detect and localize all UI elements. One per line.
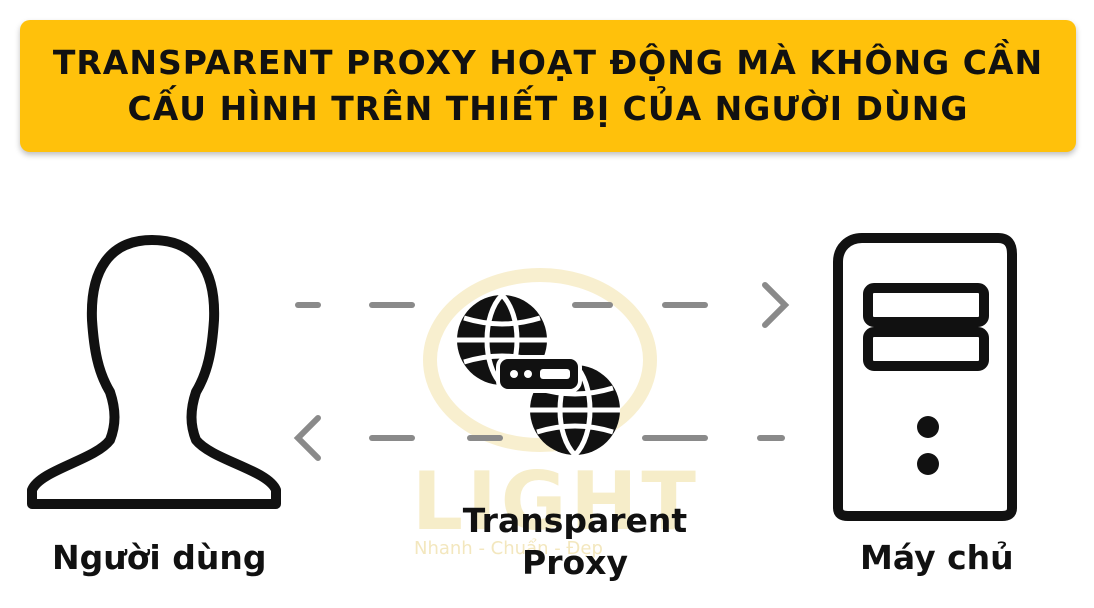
response-arrow [293, 415, 785, 461]
watermark-ring [423, 268, 657, 452]
arrow-right-icon [762, 282, 790, 328]
server-label: Máy chủ [860, 538, 1014, 577]
proxy-label: Transparent Proxy [440, 500, 710, 584]
user-label: Người dùng [52, 538, 267, 577]
watermark-logo: LIGHT [412, 455, 700, 548]
server-bar-icon [496, 355, 582, 393]
request-arrow [295, 282, 790, 328]
server-led [917, 453, 939, 475]
user-silhouette-icon [27, 235, 281, 509]
server-led [917, 416, 939, 438]
title-line-1: TRANSPARENT PROXY HOẠT ĐỘNG MÀ KHÔNG CẦN [52, 43, 1044, 82]
proxy-label-line-1: Transparent [462, 501, 688, 540]
globe-server-icon [457, 293, 620, 457]
watermark-tagline: Nhanh - Chuẩn - Đẹp [414, 538, 603, 559]
proxy-label-line-2: Proxy [522, 543, 628, 582]
title-banner: TRANSPARENT PROXY HOẠT ĐỘNG MÀ KHÔNG CẦN… [20, 20, 1076, 152]
server-tower-icon [833, 233, 1017, 521]
title-line-2: CẤU HÌNH TRÊN THIẾT BỊ CỦA NGƯỜI DÙNG [127, 89, 969, 128]
arrow-left-icon [293, 415, 321, 461]
